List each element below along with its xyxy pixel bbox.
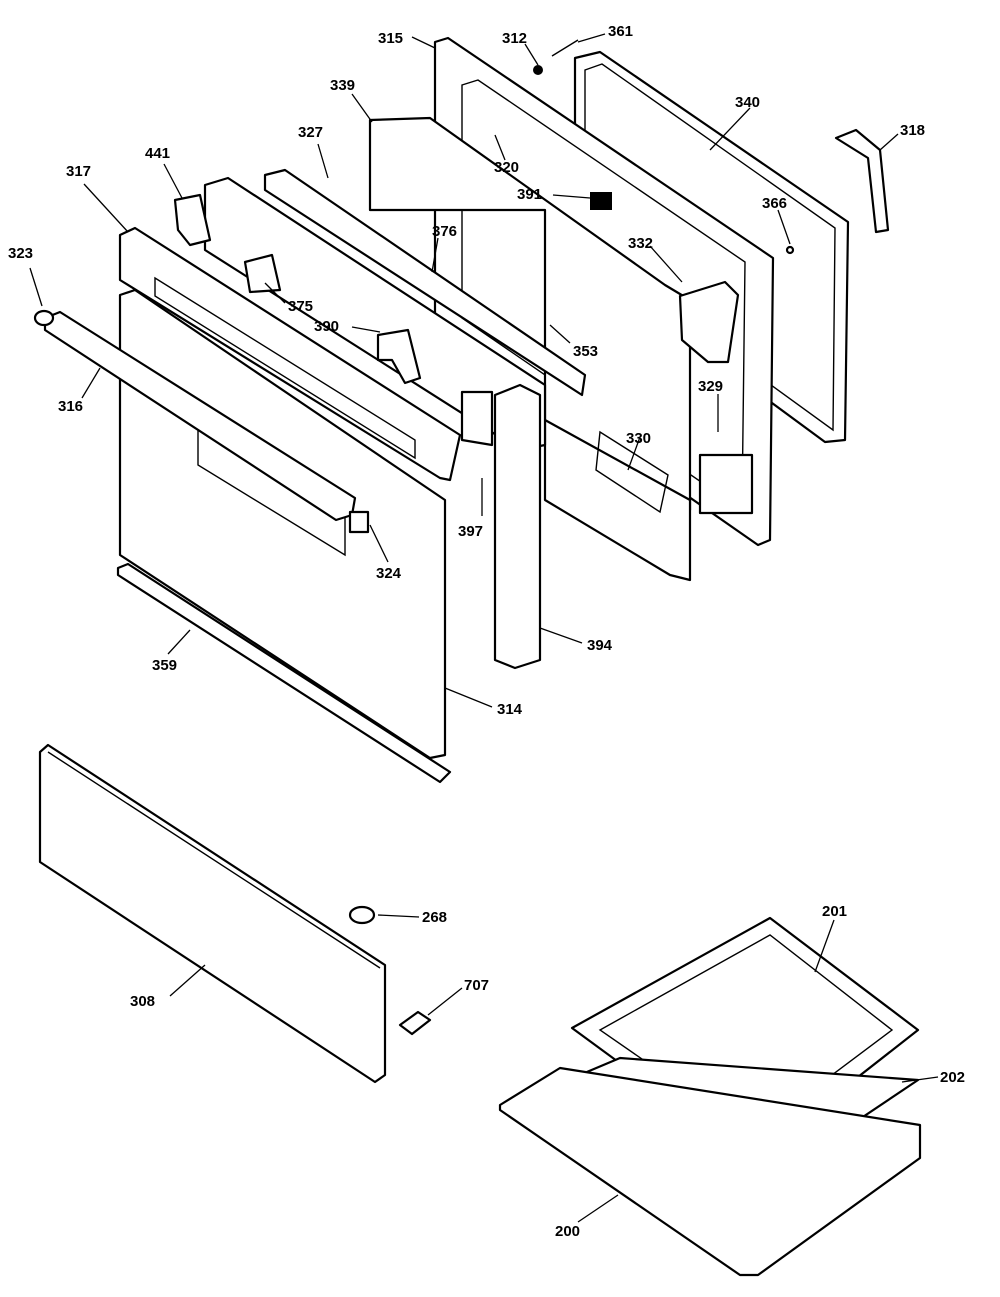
label-314: 314 [497,701,523,718]
label-316: 316 [58,398,83,415]
part-number-labels: 315 312 361 339 340 327 320 318 317 441 … [8,23,965,1240]
label-376: 376 [432,223,457,240]
label-391: 391 [517,186,542,203]
part-268-clip [348,905,376,925]
label-202: 202 [940,1069,965,1086]
label-318: 318 [900,122,925,139]
label-312: 312 [502,30,527,47]
label-441: 441 [145,145,170,162]
part-359-bottom-trim [116,562,452,784]
label-327: 327 [298,124,323,141]
label-330: 330 [626,430,651,447]
leader-lines [29,33,939,1223]
part-318-hinge-strip [834,128,890,234]
part-390-hinge-bracket [376,328,422,385]
label-375: 375 [288,298,313,315]
part-441-bracket [173,193,212,247]
part-308-drawer-panel [38,743,387,1084]
label-361: 361 [608,23,633,40]
label-200: 200 [555,1223,580,1240]
part-376-inner-door [203,168,587,452]
label-308: 308 [130,993,155,1010]
part-375-hinge-bracket [243,253,282,294]
part-317-control-panel [118,226,462,482]
label-268: 268 [422,909,447,926]
part-707-clip [398,1010,432,1036]
label-359: 359 [152,657,177,674]
label-340: 340 [735,94,760,111]
part-394-side-channel [460,383,542,670]
label-324: 324 [376,565,402,582]
part-312-nut [533,65,543,75]
label-315: 315 [378,30,403,47]
label-201: 201 [822,903,847,920]
label-366: 366 [762,195,787,212]
label-329: 329 [698,378,723,395]
label-317: 317 [66,163,91,180]
part-330-insulation-panel [543,418,692,582]
label-394: 394 [587,637,613,654]
part-366-screw [785,245,795,255]
part-361-screw [551,39,579,57]
label-397: 397 [458,523,483,540]
label-353: 353 [573,343,598,360]
label-339: 339 [330,77,355,94]
part-316-door-handle [33,309,370,534]
label-707: 707 [464,977,489,994]
label-323: 323 [8,245,33,262]
label-332: 332 [628,235,653,252]
label-390: 390 [314,318,339,335]
label-320: 320 [494,159,519,176]
part-200-oven-rack [498,1066,922,1277]
